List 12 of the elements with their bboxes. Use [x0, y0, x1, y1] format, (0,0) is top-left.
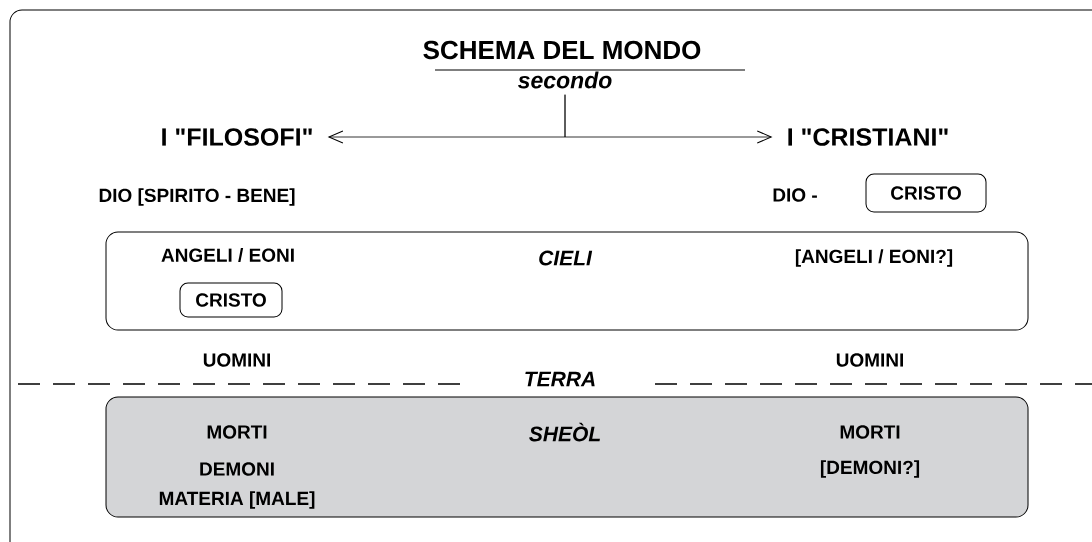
arrow — [564, 94, 772, 144]
title: SCHEMA DEL MONDO — [423, 40, 701, 60]
label-text: DIO - — [773, 188, 817, 202]
rounded-box: CRISTO — [865, 173, 987, 213]
label-text: DIO [SPIRITO - BENE] — [99, 188, 295, 206]
shaded-box: MORTI SHEÒL MORTI DEMONI [DEMONI?] MATERIA [MALE] — [105, 396, 1029, 518]
label-text: UOMINI — [836, 353, 904, 367]
label-text: UOMINI — [203, 353, 271, 367]
rounded-box: CRISTO — [179, 282, 283, 318]
heading-text: I "FILOSOFI" — [162, 128, 312, 146]
heading-text: I "CRISTIANI" — [788, 128, 948, 146]
subtitle-text: secondo — [517, 71, 612, 89]
